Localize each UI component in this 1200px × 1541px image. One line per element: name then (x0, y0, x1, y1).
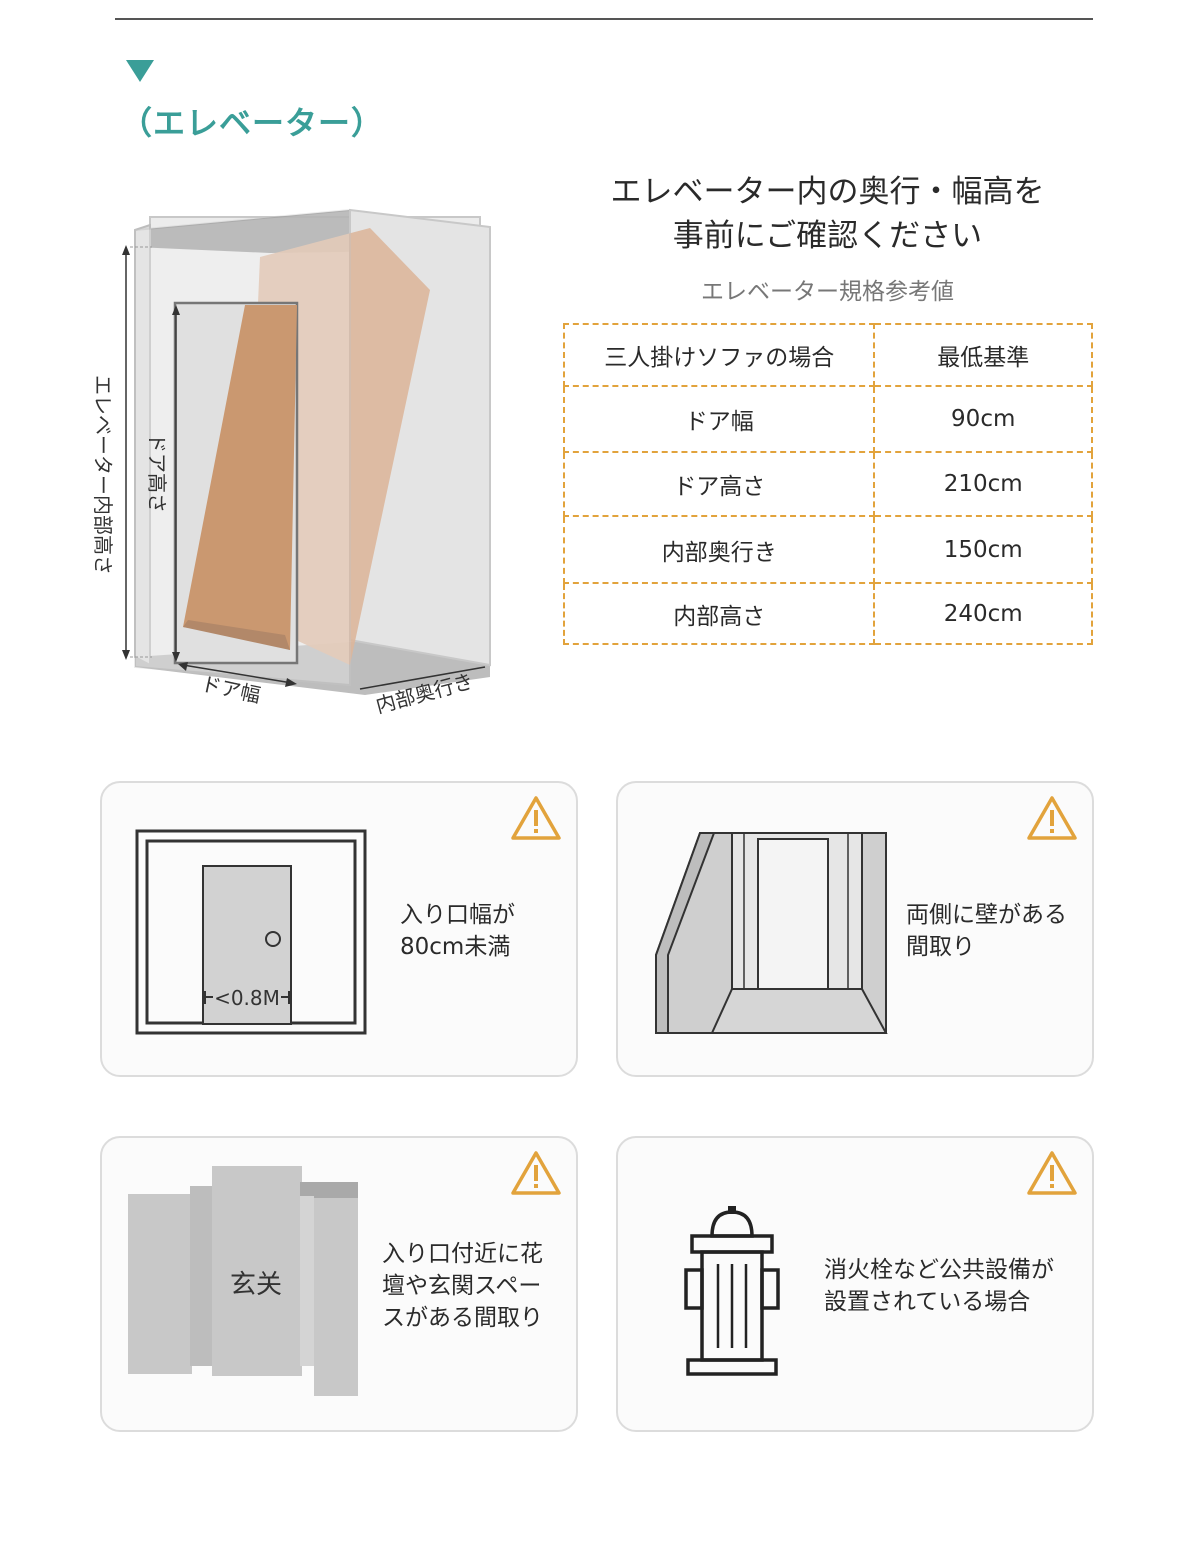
narrow-door-icon: <0.8M (135, 829, 367, 1035)
table-cell: 150cm (873, 515, 1093, 584)
card-narrow-entrance: <0.8M 入り口幅が 80cm未満 (100, 781, 578, 1077)
card-entrance-space: 玄关 入り口付近に花 壇や玄関スペー スがある間取り (100, 1136, 578, 1432)
page-heading: エレベーター内の奥行・幅高を 事前にご確認ください (565, 170, 1090, 258)
warning-icon (1027, 1151, 1077, 1195)
inner-height-label: エレベーター内部高さ (91, 375, 115, 575)
card-label: 入り口幅が 80cm未満 (400, 899, 515, 963)
entrance-label: 玄关 (230, 1270, 282, 1300)
card-label-line: 壇や玄関スペー (382, 1273, 542, 1299)
spec-subtitle: エレベーター規格参考値 (701, 279, 954, 305)
table-header-cell: 最低基準 (873, 323, 1093, 387)
warning-icon (511, 1151, 561, 1195)
table-cell: ドア高さ (562, 451, 876, 517)
card-label-line: 入り口幅が (400, 902, 515, 928)
card-label: 消火栓など公共設備が 設置されている場合 (824, 1254, 1054, 1318)
table-header-cell: 三人掛けソファの場合 (562, 323, 876, 387)
fire-hydrant-icon (684, 1206, 780, 1376)
warning-icon (511, 796, 561, 840)
door-height-label: ドア高さ (145, 433, 169, 513)
spec-table: 三人掛けソファの場合 最低基準 ドア幅 90cm ドア高さ 210cm 内部奥行… (562, 323, 1093, 645)
warning-icon (1027, 796, 1077, 840)
triangle-down-icon (126, 60, 154, 82)
heading-line-1: エレベーター内の奥行・幅高を (610, 174, 1045, 210)
card-label-line: 両側に壁がある (906, 902, 1067, 928)
table-cell: 内部奥行き (562, 515, 876, 584)
card-public-facilities: 消火栓など公共設備が 設置されている場合 (616, 1136, 1094, 1432)
heading-line-2: 事前にご確認ください (672, 218, 983, 254)
corridor-walls-icon (655, 832, 888, 1034)
table-row: ドア幅 90cm (562, 385, 1093, 453)
card-walls-both-sides: 両側に壁がある 間取り (616, 781, 1094, 1077)
card-label: 入り口付近に花 壇や玄関スペー スがある間取り (382, 1238, 543, 1334)
table-header-row: 三人掛けソファの場合 最低基準 (562, 323, 1093, 387)
entrance-layout-icon: 玄关 (128, 1166, 358, 1396)
table-cell: 90cm (873, 385, 1093, 453)
card-label-line: 設置されている場合 (824, 1289, 1031, 1315)
table-row: 内部奥行き 150cm (562, 515, 1093, 584)
table-cell: 240cm (873, 582, 1093, 645)
elevator-diagram: エレベーター内部高さ ドア高さ ドア幅 内部奥行き (91, 208, 491, 718)
door-width-measure: <0.8M (214, 986, 280, 1010)
table-cell: 内部高さ (562, 582, 876, 645)
card-label-line: 消火栓など公共設備が (824, 1257, 1054, 1283)
card-label: 両側に壁がある 間取り (906, 899, 1067, 963)
card-label-line: 入り口付近に花 (382, 1241, 543, 1267)
table-cell: 210cm (873, 451, 1093, 517)
section-title: （エレベーター） (120, 104, 385, 142)
card-label-line: スがある間取り (382, 1305, 543, 1331)
table-row: 内部高さ 240cm (562, 582, 1093, 645)
table-row: ドア高さ 210cm (562, 451, 1093, 517)
card-label-line: 間取り (906, 934, 975, 960)
table-cell: ドア幅 (562, 385, 876, 453)
top-divider (115, 18, 1093, 20)
card-label-line: 80cm未満 (400, 934, 511, 960)
